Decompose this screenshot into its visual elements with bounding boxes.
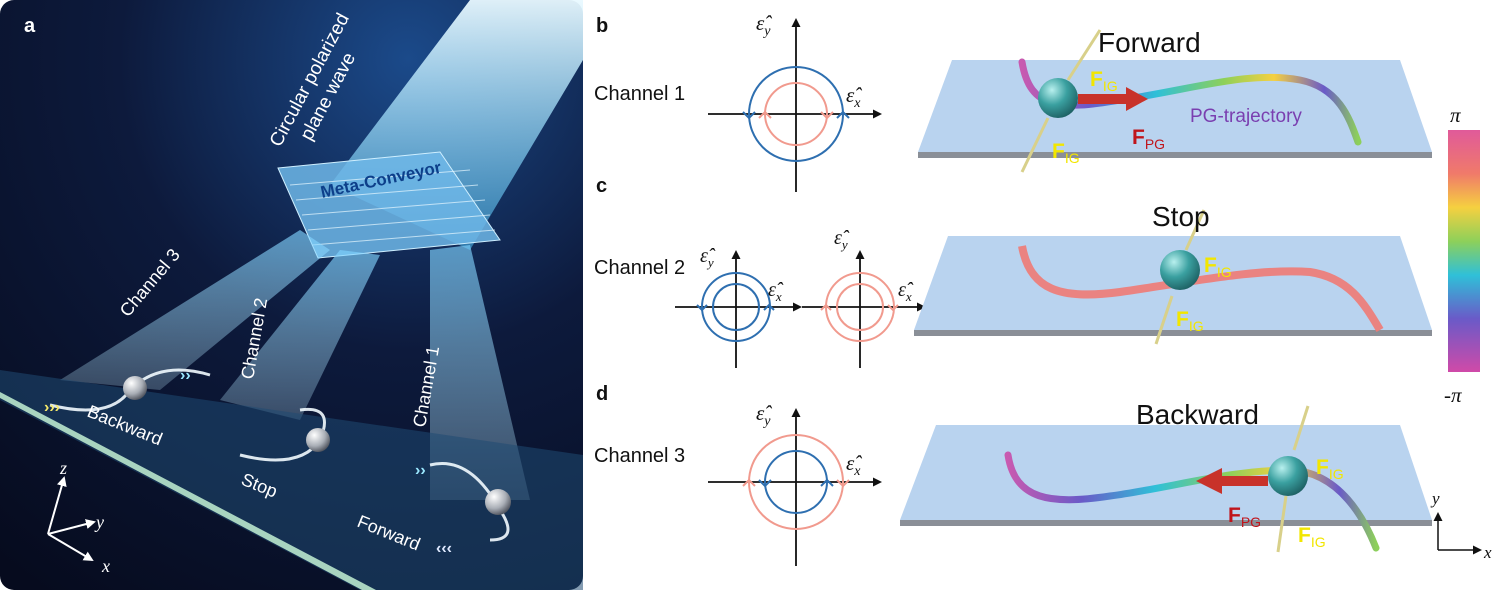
particle-stop [306, 428, 330, 452]
blue-arrow-right [836, 110, 850, 119]
axis-ex-label-d: ε̂x [846, 451, 862, 479]
colorbar-bottom-label: -π [1444, 383, 1462, 407]
channel-2-text: Channel 2 [594, 257, 685, 279]
panel-label-c: c [596, 175, 607, 197]
pink-arrow-right [820, 111, 834, 120]
beam-channel-3 [60, 230, 330, 390]
floor-edge [0, 392, 376, 590]
particle-backward [123, 376, 147, 400]
panel-d: Channel 3 ε̂y ε̂x Backward FIG FIG FPG [594, 399, 1492, 566]
axis-ey-label-c2: ε̂y [834, 227, 850, 252]
colorbar-gradient [1448, 130, 1480, 372]
fig-label-d-2: FIG [1298, 524, 1326, 550]
panel-label-a: a [24, 15, 36, 37]
fig-arrow-bottom-b [1020, 117, 1050, 173]
blue-arrow-left [742, 111, 756, 120]
fig-arrow-top-d [1292, 405, 1310, 451]
fig-arrow-top-b [1066, 29, 1102, 81]
polarization-diagram-d: ε̂y ε̂x [708, 401, 882, 566]
fpg-arrow-b [1078, 87, 1148, 111]
plane-c-edge [914, 330, 1432, 336]
fig-label-b-2: FIG [1052, 140, 1080, 166]
plane-d-edge [900, 520, 1432, 526]
axis-ey-label-d: ε̂y [756, 401, 772, 429]
axis-ey-label: ε̂y [756, 11, 772, 39]
axis-ex-label-c2: ε̂x [898, 279, 914, 304]
fig-label-b-1: FIG [1090, 68, 1118, 94]
panel-b: Channel 1 ε̂y ε̂x Forward FIG FIG FPG PG… [594, 11, 1432, 192]
fig-arrow-bottom-d [1276, 495, 1288, 553]
floor-plane [0, 370, 583, 590]
polarization-diagram-b: ε̂y ε̂x [708, 11, 882, 192]
axis-ex-label: ε̂x [846, 83, 862, 111]
polarization-diagram-c-blue: ε̂y ε̂x [675, 245, 802, 368]
forward-chevrons: ‹‹‹ [436, 540, 452, 557]
coord-x-label: x [1483, 543, 1492, 562]
particle-d [1268, 456, 1308, 496]
title-backward: Backward [1136, 399, 1259, 430]
axis-x-label: x [101, 556, 110, 576]
meta-conveyor-surface [277, 151, 501, 259]
pink-polarization-circle [764, 82, 828, 146]
particle-c [1160, 250, 1200, 290]
pink-polarization-circle-d [748, 434, 844, 530]
panel-label-b: b [596, 15, 608, 37]
beam-channel-2 [220, 250, 380, 420]
axes-a: z y x [47, 458, 110, 576]
backward-chevrons-2: ›› [180, 367, 191, 384]
panel-a: ››› ›› ›› ‹‹‹ a Circular polarized plane… [0, 0, 583, 590]
axis-y-label: y [94, 512, 104, 532]
fig-label-d-1: FIG [1316, 456, 1344, 482]
fpg-label-d: FPG [1228, 504, 1261, 530]
blue-polarization-circle [748, 66, 844, 162]
particle-b [1038, 78, 1078, 118]
fpg-arrow-d [1196, 468, 1268, 494]
colorbar-top-label: π [1450, 103, 1461, 127]
pg-trajectory-label: PG-trajectory [1190, 106, 1302, 127]
blue-circle-inner [712, 283, 760, 331]
beam-channel-1 [430, 245, 530, 500]
title-forward: Forward [1098, 27, 1201, 58]
axis-ey-label-c1: ε̂y [700, 245, 716, 270]
backward-chevrons: ››› [44, 399, 60, 416]
particle-forward [485, 489, 511, 515]
fpg-label-b: FPG [1132, 126, 1165, 152]
coord-y-label: y [1430, 489, 1440, 508]
metasurface-pattern [289, 169, 496, 246]
pink-circle-outer [825, 272, 895, 342]
fig-arrow-top-c [1184, 209, 1206, 251]
pink-circle-inner [836, 283, 884, 331]
axis-z-label: z [59, 458, 67, 478]
plane-b-edge [918, 152, 1432, 158]
channel-1-text: Channel 1 [594, 83, 685, 105]
colorbar: π -π [1444, 103, 1480, 407]
fig-label-c-1: FIG [1204, 254, 1232, 280]
trajectory-c [1018, 245, 1384, 333]
channel-3-text: Channel 3 [594, 445, 685, 467]
axes-d: y x [1430, 489, 1492, 562]
panel-c: Channel 2 ε̂y ε̂x ε̂y ε̂x Stop [594, 201, 1432, 368]
fig-arrow-bottom-c [1154, 295, 1174, 345]
panel-label-d: d [596, 383, 608, 405]
forward-chevrons-1: ›› [415, 462, 426, 479]
blue-polarization-circle-d [764, 450, 828, 514]
title-stop: Stop [1152, 201, 1210, 232]
axis-ex-label-c1: ε̂x [768, 279, 784, 304]
fig-label-c-2: FIG [1176, 308, 1204, 334]
polarization-diagram-c-pink: ε̂y ε̂x [802, 227, 926, 368]
pink-arrow-left [758, 110, 772, 119]
